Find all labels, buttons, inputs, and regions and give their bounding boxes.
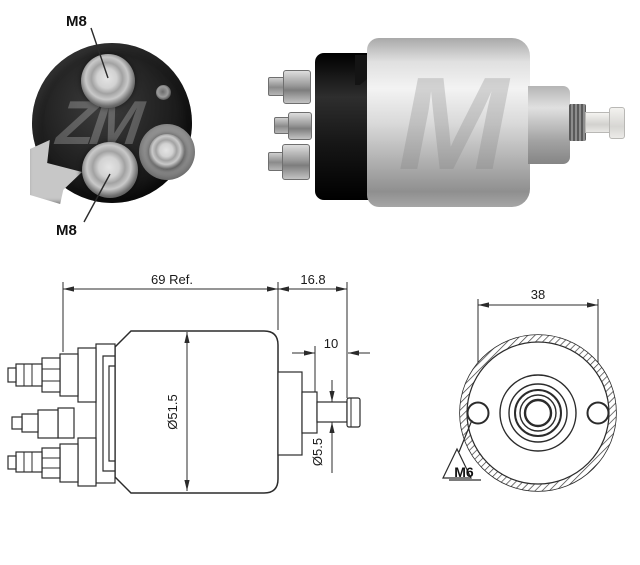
terminal-m8-bottom [82, 142, 138, 198]
flange-outer-circle [459, 334, 617, 492]
label-m6: M6 [454, 464, 474, 480]
front-view-drawing: 38 M6 [442, 287, 617, 492]
flange-hatched-rim [460, 335, 616, 491]
dim-front-length: 16.8 [300, 272, 325, 287]
side-nut-bottom [282, 144, 310, 180]
mounting-hole-left [466, 401, 490, 425]
dim-overall-length: 69 Ref. [151, 272, 193, 287]
side-view-drawing: 69 Ref. 16.8 [7, 272, 370, 494]
photo-side-view: M [255, 20, 640, 240]
side-nut-top [283, 70, 311, 104]
photo-rear-view: ZM [0, 0, 230, 250]
body-outline [114, 330, 279, 494]
solenoid-body [367, 38, 530, 207]
terminal-small [149, 134, 185, 170]
m6-leader-triangle [442, 447, 472, 479]
drawing-terminal-middle [11, 407, 75, 439]
side-nut-mid [288, 112, 312, 140]
dim-body-diameter: Ø51.5 [165, 394, 180, 429]
plunger-knurled-ring [569, 104, 586, 141]
front-boss [528, 86, 570, 164]
terminal-m8-top [81, 54, 135, 108]
dim-hole-spacing: 38 [531, 287, 545, 302]
drawing-plunger [277, 371, 361, 456]
drawing-terminal-top [7, 347, 97, 403]
dim-pin-length: 10 [324, 336, 338, 351]
dim-pin-diameter: Ø5.5 [310, 438, 325, 466]
plunger-tip-flange [609, 107, 625, 139]
center-bore-rings [499, 374, 577, 452]
mounting-hole-right [586, 401, 610, 425]
watermark-m: M [398, 50, 508, 197]
cap-vent-hole [156, 85, 171, 100]
drawing-terminal-bottom [7, 437, 97, 487]
plunger-rod [585, 112, 612, 133]
